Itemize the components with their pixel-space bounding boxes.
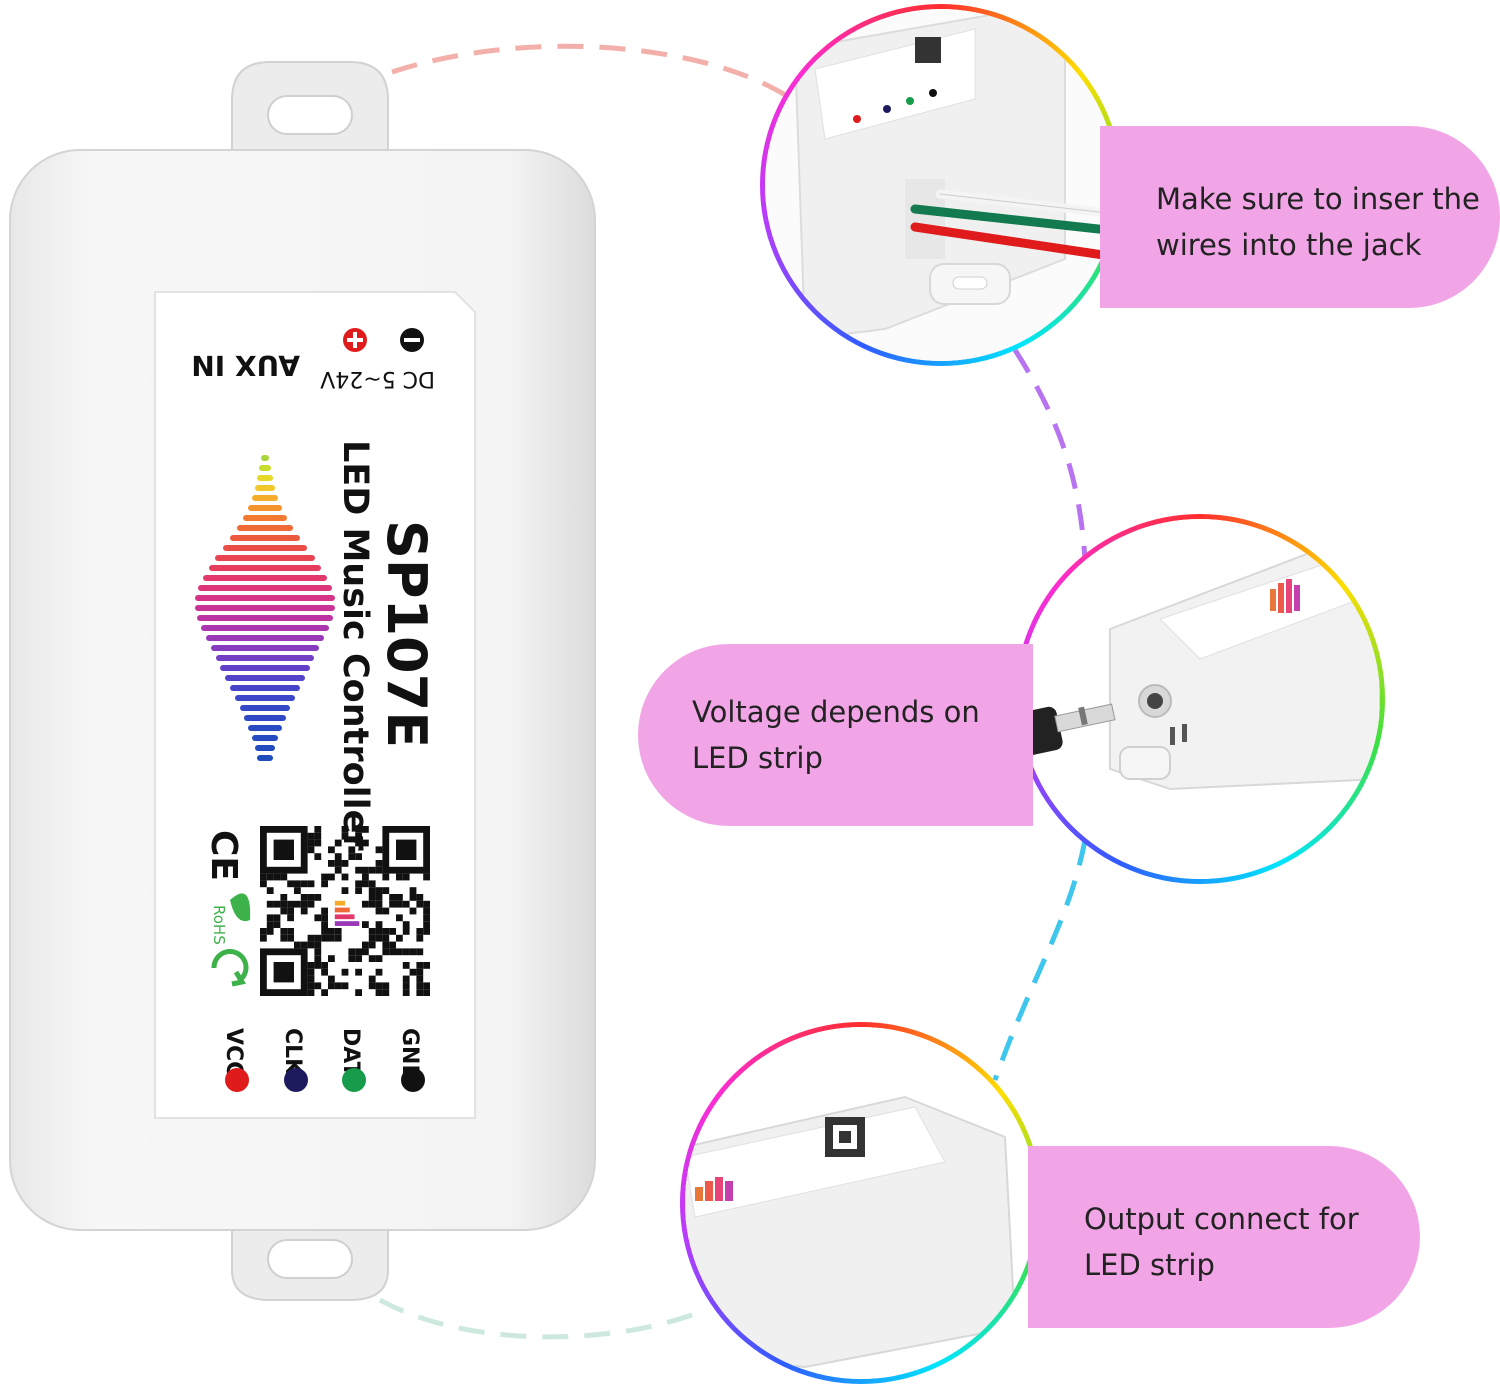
equalizer-bar [255,485,275,491]
equalizer-bar [223,545,307,551]
pin-dot-red-icon [853,115,861,123]
equalizer-bar [243,515,287,521]
equalizer-bar [259,465,271,471]
callout-voltage: Voltage depends on LED strip [638,644,1033,826]
pin-dot-vcc-icon [225,1068,249,1092]
equalizer-bar [195,605,335,611]
zoom-circle-bottom [680,1022,1042,1384]
equalizer-bar [240,705,290,711]
callout-output-line1: Output connect for [1084,1202,1359,1236]
zoom-output-illustration [685,1027,1037,1379]
mounting-tab-bottom [231,1214,389,1301]
equalizer-bar [195,595,335,601]
product-subtitle: LED Music Controller [335,440,375,851]
callout-wires-line1: Make sure to inser the [1156,182,1480,216]
equalizer-bar [225,675,305,681]
voltage-label: DC 5~24V [320,366,435,391]
rohs-mark: RoHS [210,905,228,945]
equalizer-bar [206,635,324,641]
equalizer-bar [257,755,273,761]
equalizer-logo [195,455,335,761]
equalizer-bar [230,535,300,541]
zoom-circle-top [760,4,1122,366]
mini-equalizer-icon [1270,579,1300,613]
rohs-leaf-icon [230,893,251,922]
pin-dot-clk-icon [284,1068,308,1092]
equalizer-bar [252,495,278,501]
equalizer-bar [216,655,314,661]
pin-dot-gnd-icon [401,1068,425,1092]
connector-lines [378,43,1088,1340]
pin-dot-green-icon [906,97,914,105]
wire-green [910,204,1117,236]
equalizer-bar [261,455,269,461]
equalizer-bar [248,725,282,731]
equalizer-bar [209,565,321,571]
equalizer-bar [230,685,300,691]
equalizer-bar [198,585,332,591]
equalizer-bar [237,525,293,531]
callout-wires-line2: wires into the jack [1156,228,1422,262]
aux-label: AUX IN [191,349,300,382]
equalizer-bar [248,505,282,511]
model-name: SP107E [375,520,438,748]
equalizer-bar [235,695,295,701]
equalizer-bar [203,575,327,581]
wire-red [910,222,1117,262]
equalizer-bar [255,745,275,751]
callout-output: Output connect for LED strip [1028,1146,1420,1328]
callout-voltage-line2: LED strip [692,741,823,775]
pin-dot-black-icon [929,89,937,97]
recycle-icon [211,949,249,987]
callout-wires: Make sure to inser the wires into the ja… [1100,126,1500,308]
mounting-tab-top [231,61,389,171]
pin-dot-dat-icon [342,1068,366,1092]
mini-equalizer-icon-2 [695,1177,733,1201]
equalizer-bar [211,645,319,651]
ce-mark: CE [203,830,244,881]
equalizer-bar [257,475,273,481]
equalizer-bar [215,555,315,561]
callout-voltage-line1: Voltage depends on [692,695,980,729]
zoom-wires-illustration [765,9,1117,361]
zoom-aux-illustration [1020,519,1380,879]
equalizer-bar [244,715,286,721]
equalizer-bar [252,735,278,741]
equalizer-bar [220,665,310,671]
callout-output-line2: LED strip [1084,1248,1215,1282]
equalizer-bar [201,625,329,631]
pin-label-clk: CLK [280,1028,305,1076]
qr-code [260,826,430,996]
pin-dot-navy-icon [883,105,891,113]
equalizer-bar [197,615,333,621]
zoom-circle-middle [1015,514,1385,884]
pin-label-dat: DAT [338,1028,363,1077]
